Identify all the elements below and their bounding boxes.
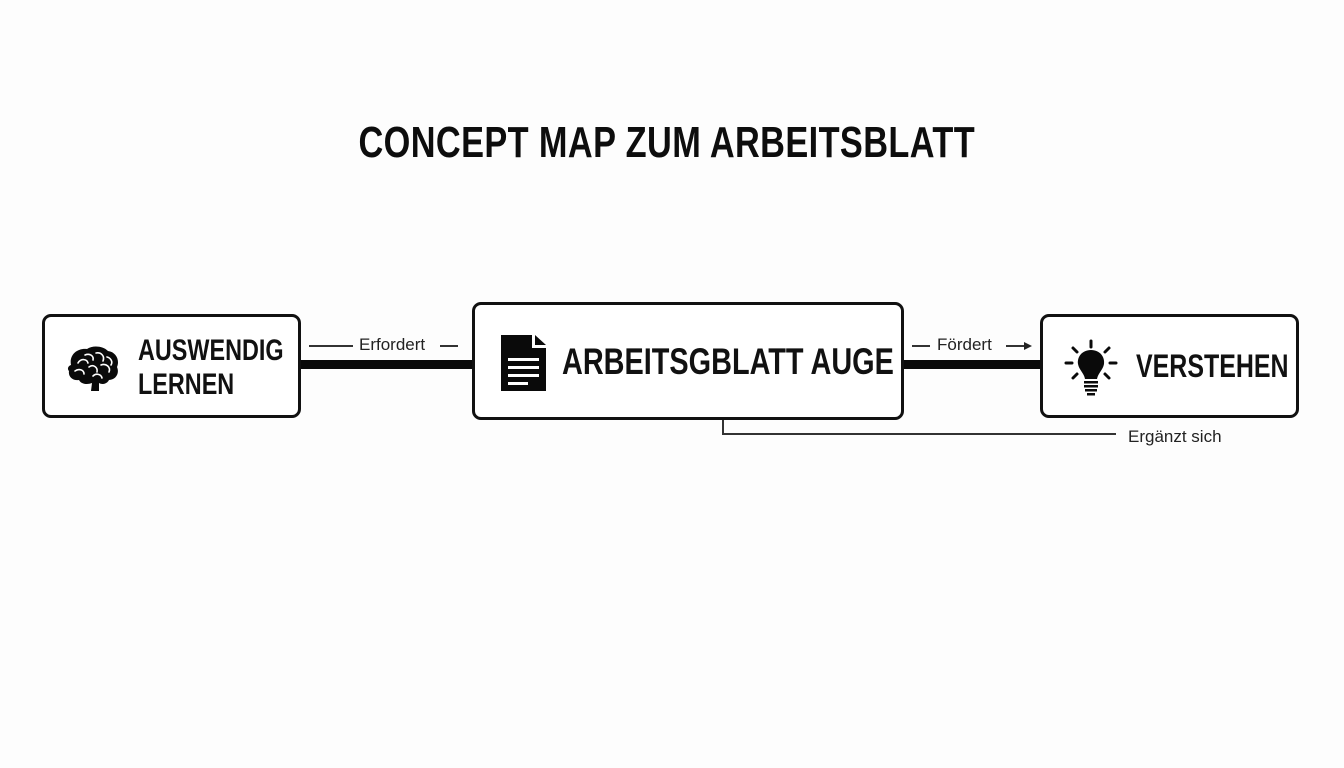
node-label-verstehen: VERSTEHEN [1136,348,1289,384]
erfordert-dash-right [440,345,458,347]
lightbulb-icon [1064,339,1118,396]
connector-left-center [299,360,474,369]
node-label-arbeitsblatt-auge: ARBEITSGBLATT AUGE [562,341,894,382]
node-auswendig-lernen[interactable]: AUSWENDIG LERNEN [42,314,301,418]
node-arbeitsblatt-auge[interactable]: ARBEITSGBLATT AUGE [472,302,904,420]
brain-icon [67,346,118,391]
foerdert-arrow-line [1006,345,1026,347]
foerdert-dash-left [912,345,930,347]
edge-label-foerdert: Fördert [937,335,992,354]
foerdert-arrowhead-icon [1024,341,1032,350]
label-line-2: LERNEN [138,367,235,401]
document-icon [501,335,546,391]
edge-label-erfordert: Erfordert [359,335,426,354]
ergaenzt-horizontal-line [722,433,1116,435]
erfordert-dash-left [309,345,353,347]
node-label-auswendig-lernen: AUSWENDIG LERNEN [138,334,284,401]
page-title: CONCEPT MAP ZUM ARBEITSBLATT [358,118,976,167]
node-verstehen[interactable]: VERSTEHEN [1040,314,1299,418]
edge-label-ergaenzt-sich: Ergänzt sich [1128,427,1222,446]
ergaenzt-vertical-line [722,418,724,434]
connector-center-right [902,360,1042,369]
label-line-1: AUSWENDIG [138,334,284,367]
